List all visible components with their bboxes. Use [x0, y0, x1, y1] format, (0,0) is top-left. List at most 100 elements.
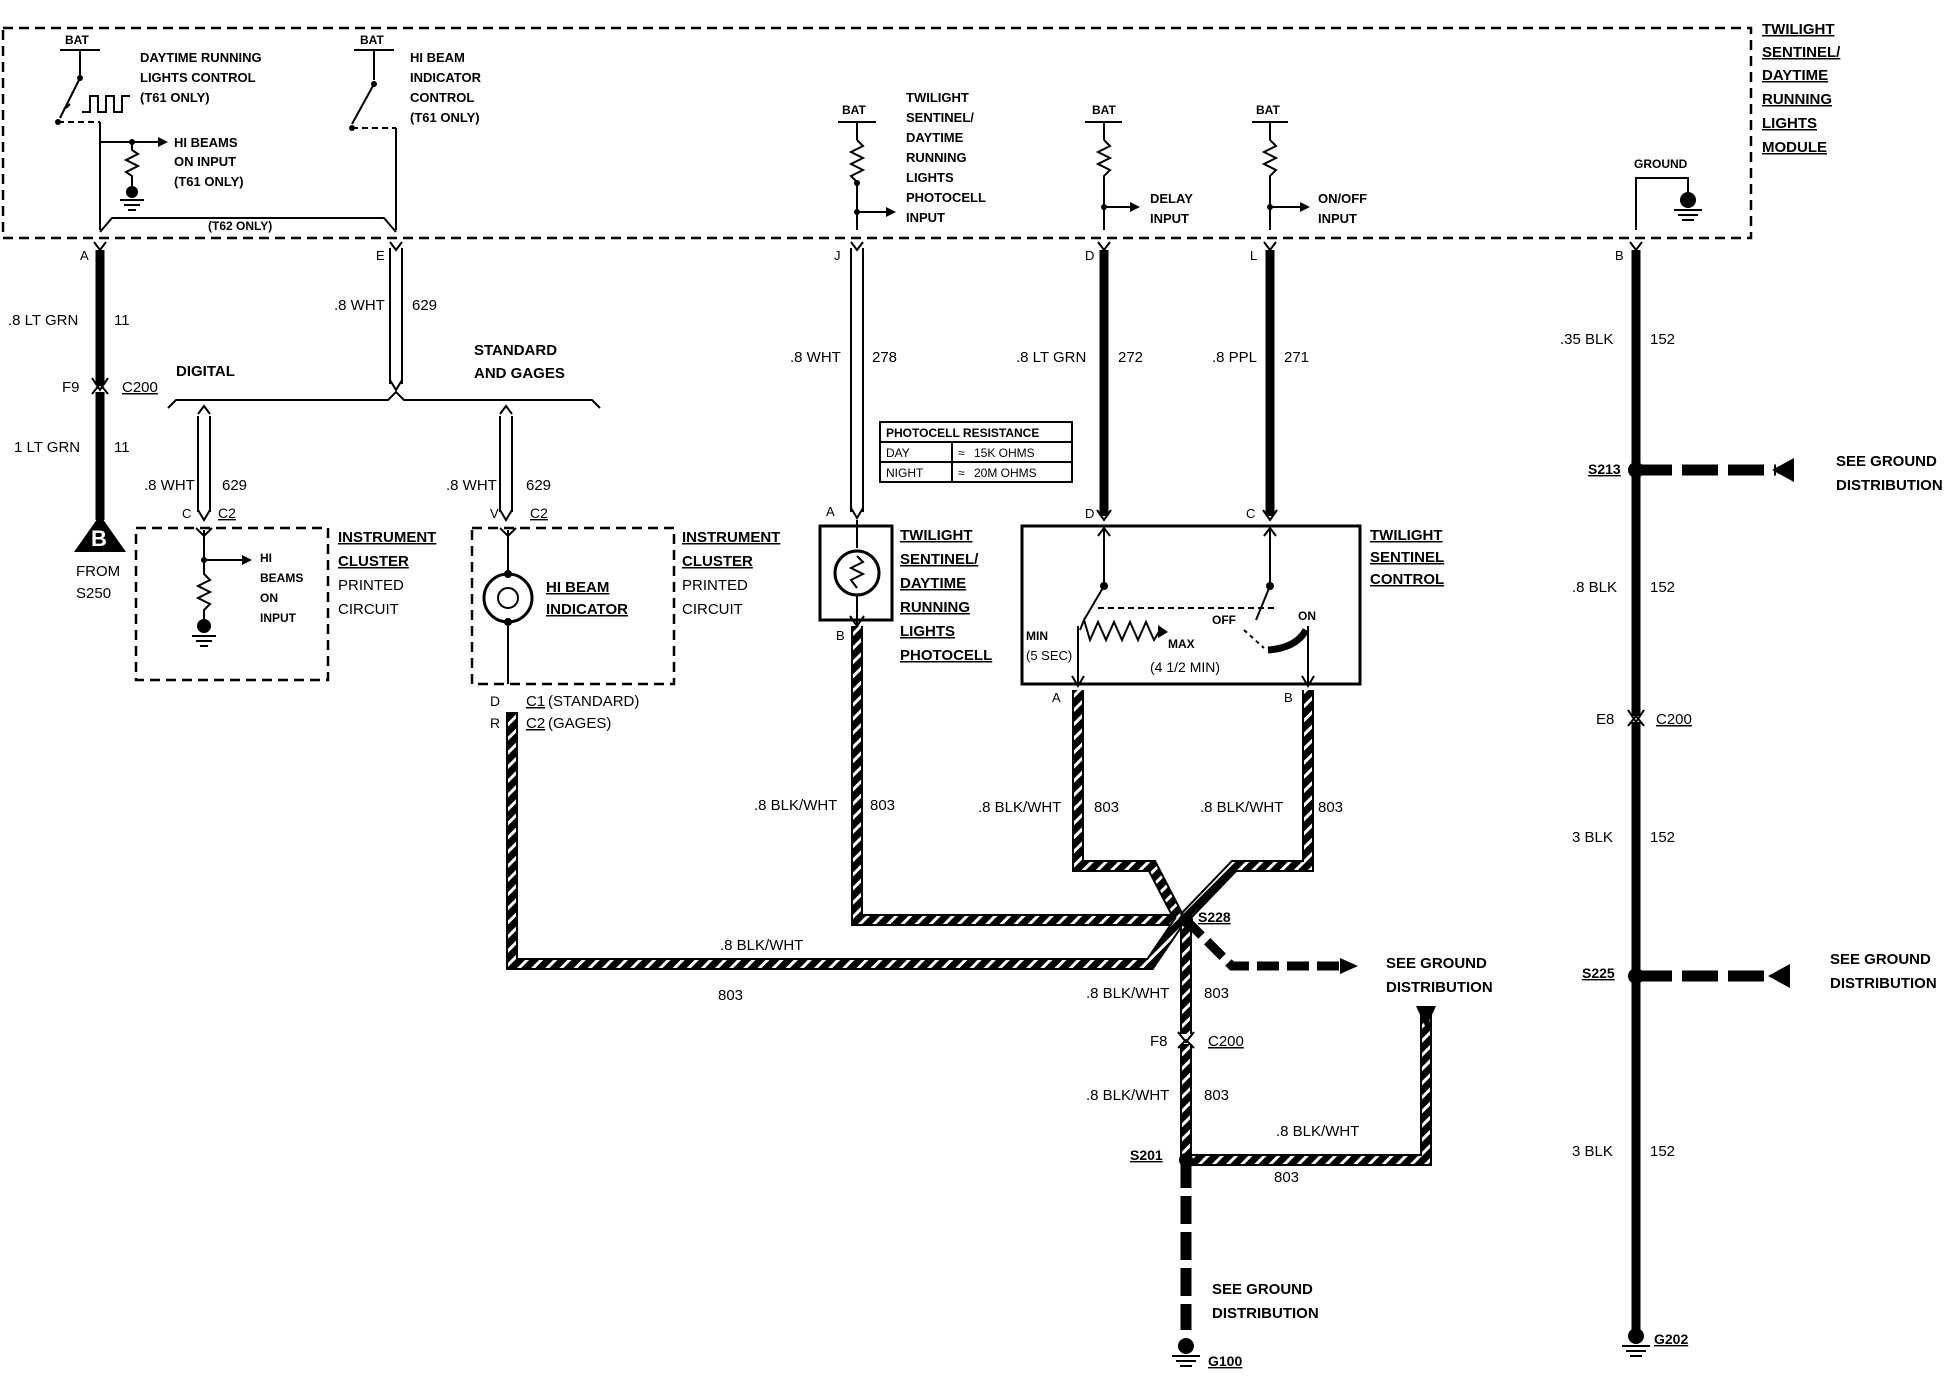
svg-text:(T61 ONLY): (T61 ONLY)	[140, 90, 210, 105]
wire-803a-gauge: .8 BLK/WHT	[754, 797, 837, 814]
cluster-standard-label: INSTRUMENT CLUSTER PRINTED CIRCUIT	[682, 529, 780, 618]
pin-d-cluster: D	[490, 693, 500, 709]
wire-803b-circuit: 803	[1094, 799, 1119, 816]
from-s250-line2: S250	[76, 585, 111, 602]
delay-input-label: DELAY INPUT	[1150, 191, 1193, 226]
svg-text:INPUT: INPUT	[906, 210, 945, 225]
svg-text:INPUT: INPUT	[1150, 211, 1189, 226]
splice-s225: S225	[1582, 965, 1615, 981]
svg-text:DAY: DAY	[886, 446, 910, 460]
see-ground-dist-g100: SEE GROUND DISTRIBUTION	[1212, 1281, 1319, 1322]
svg-text:BEAMS: BEAMS	[260, 571, 303, 585]
svg-text:CLUSTER: CLUSTER	[682, 553, 753, 570]
wire-152d-circuit: 152	[1650, 1143, 1675, 1160]
svg-text:MIN: MIN	[1026, 629, 1048, 643]
pin-d-control: D	[1085, 506, 1094, 521]
wire-272-circuit: 272	[1118, 349, 1143, 366]
pin-b-photocell: B	[836, 628, 845, 643]
connector-e8: E8	[1596, 711, 1614, 728]
svg-text:BAT: BAT	[1256, 103, 1280, 117]
svg-text:NIGHT: NIGHT	[886, 466, 924, 480]
control-on-label: ON	[1298, 609, 1316, 623]
circuit-11-wire	[74, 241, 126, 552]
wire-803e-circuit: 803	[1204, 985, 1229, 1002]
svg-text:CONTROL: CONTROL	[1370, 571, 1444, 588]
wire-271-circuit: 271	[1284, 349, 1309, 366]
svg-text:≈: ≈	[958, 466, 965, 480]
connector-c1: C1	[526, 693, 545, 710]
svg-text:LIGHTS: LIGHTS	[1762, 115, 1817, 132]
see-ground-dist-s213: SEE GROUND DISTRIBUTION	[1836, 453, 1943, 494]
twilight-control-internals	[1071, 526, 1315, 688]
wire-152b-gauge: .8 BLK	[1572, 579, 1617, 596]
svg-text:BAT: BAT	[1092, 103, 1116, 117]
circuit-803-wires	[506, 626, 1436, 1330]
svg-text:RUNNING: RUNNING	[900, 599, 970, 616]
svg-text:SEE GROUND: SEE GROUND	[1836, 453, 1937, 470]
connector-c200-e8: C200	[1656, 711, 1692, 728]
wire-803a-circuit: 803	[870, 797, 895, 814]
svg-text:RUNNING: RUNNING	[1762, 91, 1832, 108]
svg-text:DAYTIME: DAYTIME	[906, 130, 964, 145]
wire-152b-circuit: 152	[1650, 579, 1675, 596]
svg-text:BAT: BAT	[842, 103, 866, 117]
pin-c-control: C	[1246, 506, 1255, 521]
branch-digital-label: DIGITAL	[176, 363, 235, 380]
wire-152a-circuit: 152	[1650, 331, 1675, 348]
svg-text:LIGHTS CONTROL: LIGHTS CONTROL	[140, 70, 256, 85]
svg-text:TWILIGHT: TWILIGHT	[1370, 527, 1442, 544]
svg-text:TWILIGHT: TWILIGHT	[1762, 21, 1834, 38]
svg-text:SENTINEL/: SENTINEL/	[900, 551, 979, 568]
pin-a-control: A	[1052, 690, 1061, 705]
connector-c1-note: (STANDARD)	[548, 693, 639, 710]
cluster-digital-label: INSTRUMENT CLUSTER PRINTED CIRCUIT	[338, 529, 436, 618]
wire-803g-gauge: .8 BLK/WHT	[1276, 1123, 1359, 1140]
svg-text:INDICATOR: INDICATOR	[410, 70, 482, 85]
svg-text:CLUSTER: CLUSTER	[338, 553, 409, 570]
branch-standard-line2: AND GAGES	[474, 365, 565, 382]
svg-text:DISTRIBUTION: DISTRIBUTION	[1830, 975, 1937, 992]
wire-152c-gauge: 3 BLK	[1572, 829, 1613, 846]
wire-803d-circuit: 803	[718, 987, 743, 1004]
circuit-278-wire	[850, 241, 864, 520]
svg-text:CONTROL: CONTROL	[410, 90, 474, 105]
control-off-label: OFF	[1212, 613, 1236, 627]
svg-text:20M OHMS: 20M OHMS	[974, 466, 1037, 480]
svg-text:(T61 ONLY): (T61 ONLY)	[174, 174, 244, 189]
ground-g202	[1622, 1328, 1650, 1357]
svg-text:INSTRUMENT: INSTRUMENT	[682, 529, 780, 546]
svg-text:LIGHTS: LIGHTS	[906, 170, 954, 185]
branch-standard-line1: STANDARD	[474, 342, 557, 359]
svg-text:CIRCUIT: CIRCUIT	[682, 601, 743, 618]
svg-text:A: A	[80, 248, 89, 263]
svg-text:PHOTOCELL RESISTANCE: PHOTOCELL RESISTANCE	[886, 426, 1039, 440]
svg-text:HI BEAM: HI BEAM	[546, 579, 609, 596]
svg-text:PHOTOCELL: PHOTOCELL	[900, 647, 992, 664]
module-label: TWILIGHT SENTINEL/ DAYTIME RUNNING LIGHT…	[1762, 21, 1841, 156]
svg-text:DISTRIBUTION: DISTRIBUTION	[1386, 979, 1493, 996]
splice-s228: S228	[1198, 909, 1231, 925]
wire-803e-gauge: .8 BLK/WHT	[1086, 985, 1169, 1002]
circuit-271-wire	[1262, 241, 1278, 522]
svg-text:(T61 ONLY): (T61 ONLY)	[410, 110, 480, 125]
connector-c2-digital: C2	[218, 505, 236, 521]
hibeams-on-input-circuit	[100, 137, 168, 211]
svg-text:CIRCUIT: CIRCUIT	[338, 601, 399, 618]
wire-278-circuit: 278	[872, 349, 897, 366]
connector-c200-a: C200	[122, 379, 158, 396]
pin-v-cluster: V	[490, 506, 499, 521]
cluster-digital-circuit	[192, 527, 252, 647]
svg-text:(5 SEC): (5 SEC)	[1026, 648, 1072, 663]
drl-control-label: DAYTIME RUNNING LIGHTS CONTROL (T61 ONLY…	[140, 50, 262, 105]
svg-text:INPUT: INPUT	[260, 611, 297, 625]
svg-text:PRINTED: PRINTED	[338, 577, 404, 594]
wire-803c-gauge: .8 BLK/WHT	[1200, 799, 1283, 816]
connector-c2-note: (GAGES)	[548, 715, 611, 732]
module-ground: GROUND	[1634, 157, 1702, 230]
svg-text:HI: HI	[260, 551, 272, 565]
see-ground-dist-s225: SEE GROUND DISTRIBUTION	[1830, 951, 1937, 992]
circuit-152-wire	[1627, 241, 1794, 1330]
wire-629a-circuit: 629	[412, 297, 437, 314]
hibeam-indicator-label: HI BEAM INDICATOR	[546, 579, 628, 618]
onoff-input-label: ON/OFF INPUT	[1318, 191, 1367, 226]
